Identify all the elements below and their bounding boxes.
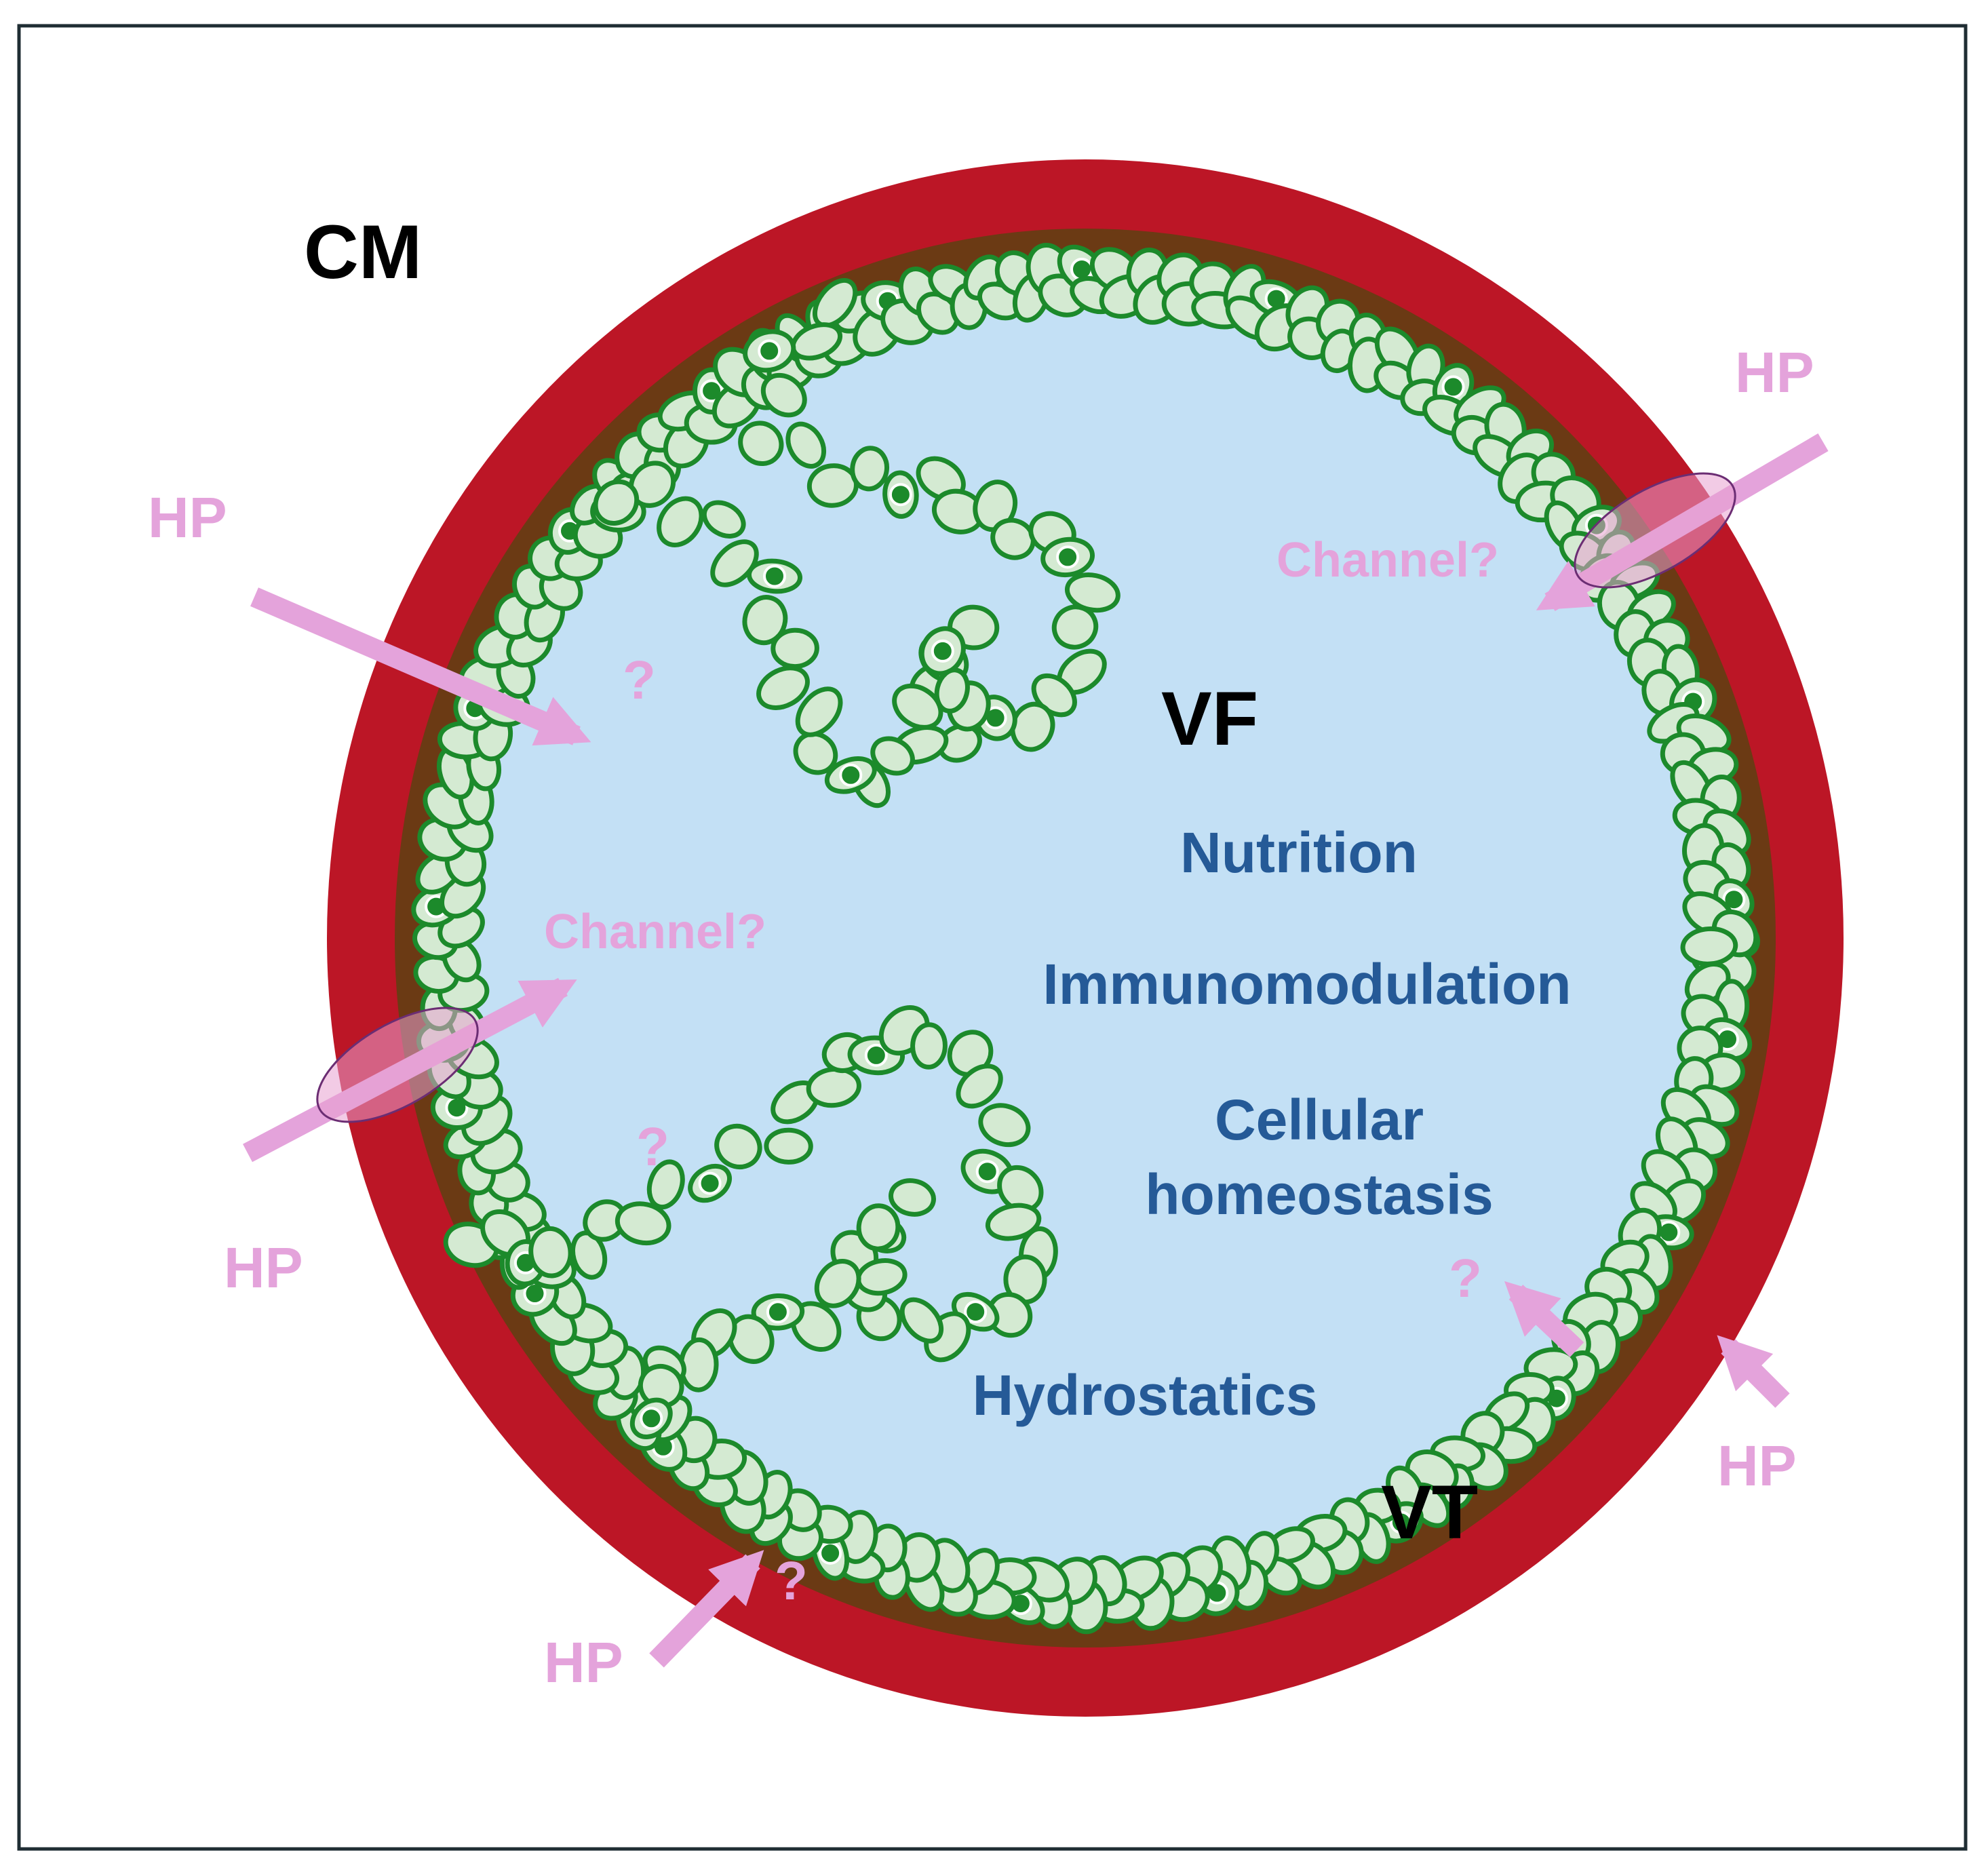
cell-icon (701, 500, 746, 539)
cell-icon (892, 683, 943, 730)
arrow-icon (649, 1550, 764, 1668)
nutrition-label: Nutrition (1180, 821, 1418, 884)
cell-icon (870, 736, 915, 776)
hp-label: HP (1735, 340, 1814, 404)
channel-label: Channel? (544, 905, 766, 959)
cell-icon (710, 539, 759, 587)
cell-icon (985, 1203, 1042, 1241)
question-mark: ? (623, 650, 656, 710)
cell-icon (771, 627, 819, 669)
question-mark: ? (1449, 1248, 1482, 1308)
cell-icon (760, 372, 807, 418)
vf-label: VF (1161, 676, 1258, 761)
cm-label: CM (304, 210, 422, 294)
cell-icon (1680, 926, 1738, 967)
cell-icon (814, 1259, 861, 1308)
cell-icon (657, 496, 704, 548)
cell-icon (793, 731, 838, 775)
cell-icon (856, 1203, 901, 1251)
homeostasis-label: homeostasis (1145, 1163, 1494, 1226)
cell-icon (714, 1123, 762, 1169)
cell-icon (727, 1314, 775, 1364)
cell-icon (899, 1297, 944, 1344)
channel-icon (316, 1007, 479, 1123)
question-mark: ? (775, 1551, 808, 1611)
cell-icon (570, 1230, 608, 1280)
channel-icon (1574, 472, 1736, 589)
cell-icon (910, 1022, 948, 1070)
cell-icon (889, 1178, 936, 1217)
cell-icon (615, 1201, 671, 1246)
hp-label: HP (148, 486, 227, 549)
cell-icon (646, 1159, 685, 1210)
cell-icon (1051, 604, 1099, 650)
cell-icon (764, 1127, 813, 1165)
question-mark: ? (636, 1116, 669, 1177)
hp-label: HP (544, 1631, 623, 1694)
cell-icon (990, 518, 1036, 560)
cell-icon (997, 1165, 1044, 1213)
nucleus-icon (931, 639, 954, 663)
nucleus-icon (1722, 888, 1746, 912)
nucleus-icon (640, 1407, 663, 1430)
arrow-icon (1717, 1335, 1790, 1408)
hp-label: HP (1717, 1434, 1797, 1498)
nucleus-icon (766, 1300, 790, 1324)
nucleus-icon (698, 1171, 722, 1195)
nucleus-icon (975, 1160, 999, 1184)
arrow-icon (250, 587, 591, 746)
cell-icon (973, 480, 1018, 532)
cellular-label: Cellular (1215, 1088, 1424, 1152)
cell-icon (593, 479, 640, 526)
cell-icon (956, 1064, 1003, 1109)
cell-icon (742, 595, 788, 646)
cell-icon (678, 1337, 719, 1392)
nucleus-icon (1056, 545, 1080, 569)
hydrostatics-label: Hydrostatics (973, 1363, 1318, 1427)
nucleus-icon (864, 1043, 888, 1067)
immunomodulation-label: Immunomodulation (1042, 952, 1571, 1016)
nucleus-icon (889, 483, 912, 507)
nucleus-icon (763, 564, 786, 588)
arrow-icon (1504, 1281, 1584, 1357)
nucleus-icon (964, 1300, 988, 1324)
cell-icon (756, 665, 810, 710)
cell-icon (785, 421, 827, 469)
nucleus-icon (839, 763, 863, 787)
nucleus-icon (1441, 375, 1465, 399)
cell-icon (795, 686, 843, 737)
nucleus-icon (758, 339, 781, 363)
nucleus-icon (819, 1541, 842, 1565)
vt-label: VT (1381, 1470, 1478, 1555)
cell-icon (978, 1103, 1031, 1148)
cell-icon (934, 667, 970, 714)
cell-icon (738, 421, 784, 466)
cell-icon (850, 446, 890, 492)
channel-label: Channel? (1276, 533, 1499, 587)
epithelial-cell-layer (411, 243, 1760, 1635)
cell-icon (986, 1292, 1033, 1338)
cell-icon (528, 1226, 573, 1279)
hp-label: HP (224, 1236, 303, 1300)
